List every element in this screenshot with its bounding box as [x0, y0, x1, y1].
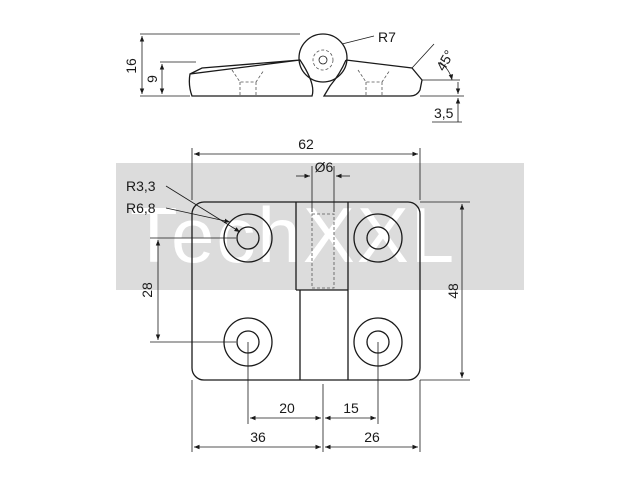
side-view: 16 9 R7 45° 3,5: [123, 29, 464, 123]
side-leaf-outline: [188, 59, 314, 97]
dim-hole-spacing-vertical: 28: [139, 282, 155, 298]
watermark: TechXXL: [116, 163, 524, 290]
dim-bevel-angle: 45°: [433, 47, 457, 73]
dim-overall-height-top: 48: [445, 283, 461, 299]
dim-pin-diameter: Ø6: [315, 159, 334, 175]
side-countersink-left: [231, 69, 265, 96]
top-view: 62 Ø6 R3,3 R6,8 28 48 20 15: [126, 136, 470, 452]
dim-counterbore-radius: R6,8: [126, 200, 156, 216]
side-knuckle: [298, 33, 348, 83]
dim-overall-height-side: 16: [123, 58, 139, 74]
dim-left-leaf-width: 36: [250, 429, 266, 445]
top-pin-hidden: [311, 213, 335, 289]
top-outline: [191, 201, 421, 381]
dim-right-leaf-width: 26: [364, 429, 380, 445]
watermark-text: TechXXL: [130, 191, 456, 279]
dim-leaf-height: 9: [144, 75, 160, 83]
side-countersink-right: [357, 69, 391, 96]
dim-chamfer: 3,5: [434, 105, 454, 121]
side-pin-inner: [318, 55, 328, 65]
dim-hole-radius: R3,3: [126, 178, 156, 194]
dim-left-hole-offset: 20: [279, 400, 295, 416]
watermark-band: [116, 163, 524, 290]
side-pin: [312, 49, 334, 71]
dim-overall-width: 62: [298, 136, 314, 152]
hole-top-right: [353, 213, 403, 263]
side-leaf-right-outline: [322, 59, 423, 97]
dim-knuckle-radius: R7: [378, 29, 396, 45]
dim-right-hole-offset: 15: [343, 400, 359, 416]
